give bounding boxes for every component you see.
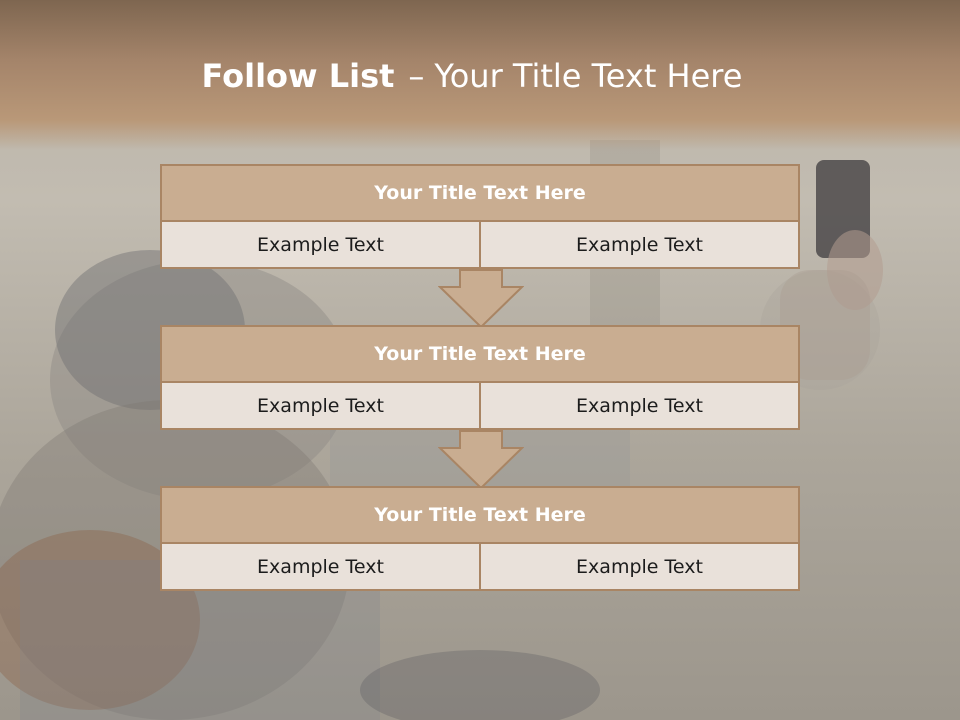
block-title: Your Title Text Here [162,488,798,544]
title-rest-text: Your Title Text Here [434,57,743,95]
title-bold-text: Follow List [201,57,395,95]
block-right-text: Example Text [479,383,798,430]
block-title: Your Title Text Here [162,166,798,222]
list-block-1: Your Title Text Here Example Text Exampl… [160,164,800,269]
block-left-text: Example Text [257,395,384,417]
list-block-3: Your Title Text Here Example Text Exampl… [160,486,800,591]
list-block-2: Your Title Text Here Example Text Exampl… [160,325,800,430]
down-arrow-icon [438,269,524,329]
down-arrow-icon [438,430,524,490]
block-right-text: Example Text [479,544,798,591]
slide-title: Follow List–Your Title Text Here [0,56,944,96]
block-title: Your Title Text Here [162,327,798,383]
block-left-text: Example Text [257,234,384,256]
block-right-text: Example Text [479,222,798,269]
block-left-text: Example Text [257,556,384,578]
title-band [0,0,960,150]
title-dash: – [408,57,425,95]
